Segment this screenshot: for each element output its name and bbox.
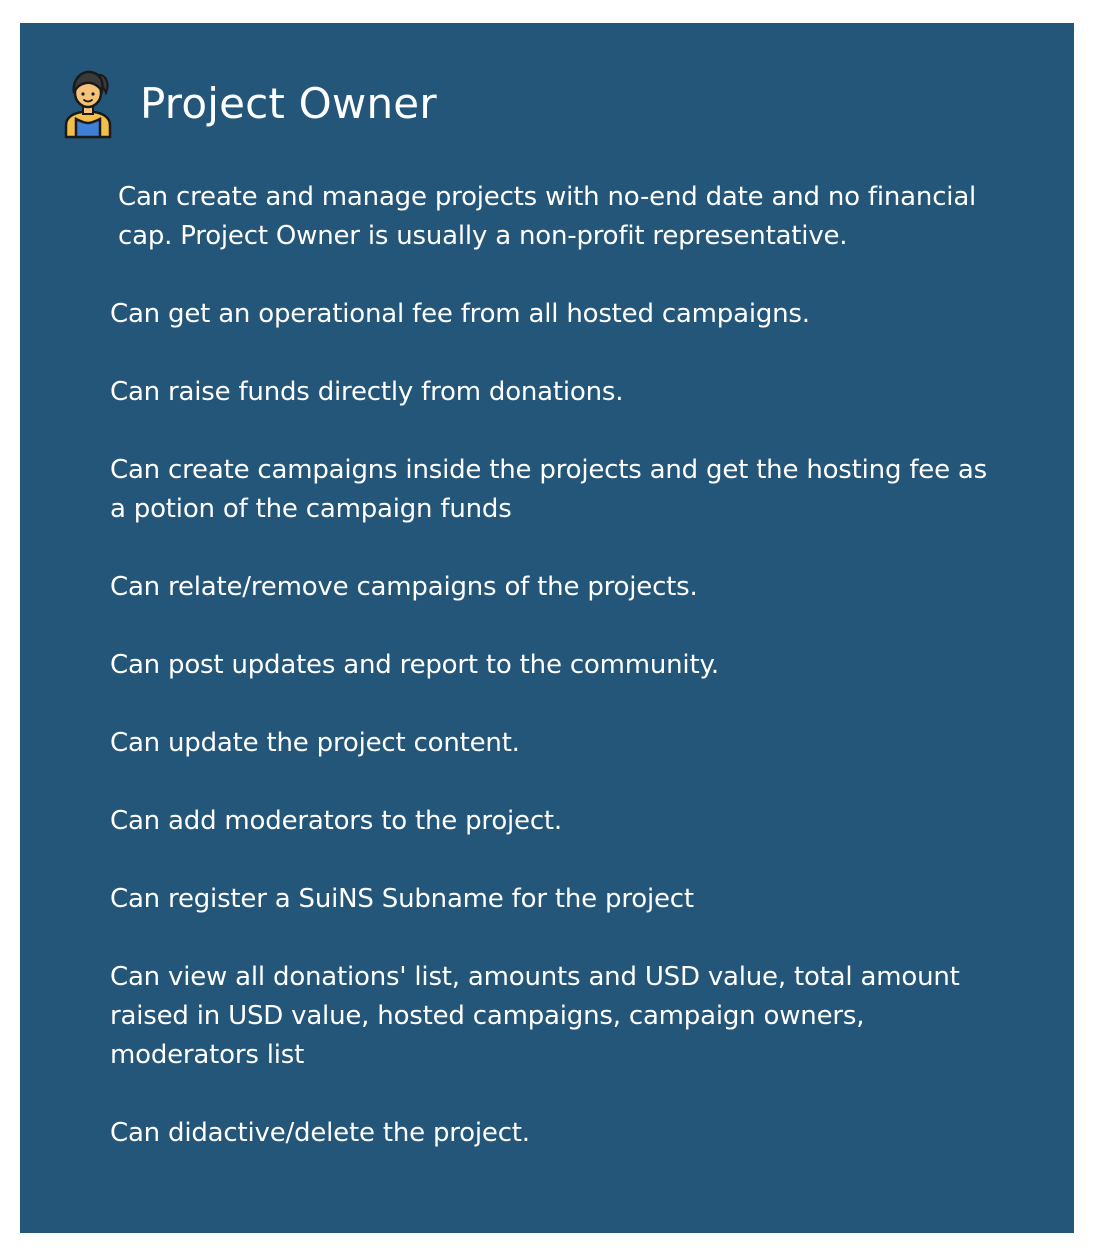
- list-item: Can view all donations' list, amounts an…: [110, 962, 960, 1070]
- list-item: Can post updates and report to the commu…: [110, 650, 719, 680]
- list-item: Can didactive/delete the project.: [110, 1118, 530, 1148]
- list-item: Can create and manage projects with no-e…: [118, 182, 977, 251]
- permission-list: Can create and manage projects with no-e…: [110, 178, 990, 1192]
- list-item: Can raise funds directly from donations.: [110, 377, 624, 407]
- list-item: Can register a SuiNS Subname for the pro…: [110, 884, 694, 914]
- card-header: Project Owner: [60, 67, 437, 139]
- list-item: Can relate/remove campaigns of the proje…: [110, 572, 698, 602]
- role-card: Project Owner Can create and manage proj…: [20, 23, 1074, 1233]
- list-item: Can update the project content.: [110, 728, 520, 758]
- list-item: Can add moderators to the project.: [110, 806, 562, 836]
- woman-user-icon: [64, 70, 112, 139]
- card-title: Project Owner: [140, 78, 437, 128]
- list-item: Can create campaigns inside the projects…: [110, 455, 988, 524]
- list-item: Can get an operational fee from all host…: [110, 299, 810, 329]
